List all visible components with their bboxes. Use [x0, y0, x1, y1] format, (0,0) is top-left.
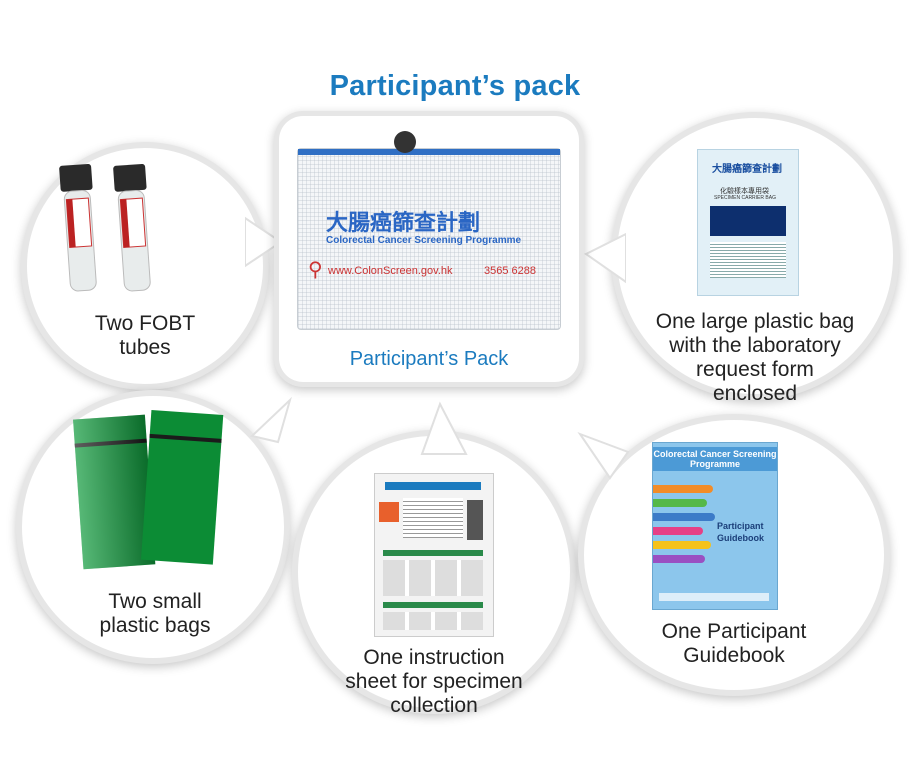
caption-line: sheet for specimen — [345, 670, 523, 693]
large-bag-caption: One large plastic bag with the laborator… — [630, 310, 880, 406]
large-bag-title: 大腸癌篩查計劃 — [712, 164, 782, 175]
small-bags-caption: Two small plastic bags — [75, 590, 235, 638]
caption-line: tubes — [119, 336, 171, 359]
caption-line: Two FOBT — [94, 312, 196, 335]
participant-pack-box: 大腸癌篩查計劃 Colorectal Cancer Screening Prog… — [279, 116, 579, 382]
fobt-pointer — [245, 216, 283, 268]
instruction-sheet-image — [374, 473, 494, 637]
guidebook-cover-title: Colorectal Cancer Screening Programme — [653, 447, 777, 471]
caption-line: Two small — [108, 590, 202, 613]
guidebook-cover-subtitle-1: Participant — [717, 521, 764, 531]
pouch-phone: 3565 6288 — [484, 265, 536, 277]
caption-line: One Participant — [661, 620, 807, 643]
pouch-english-title: Colorectal Cancer Screening Programme — [326, 235, 522, 246]
participant-pack-caption: Participant’s Pack — [349, 348, 509, 370]
caption-line: One large plastic bag — [655, 310, 855, 333]
pouch-chinese-title: 大腸癌篩查計劃 — [326, 210, 481, 235]
instruction-pointer — [420, 401, 468, 455]
green-bags-icon — [73, 409, 224, 570]
instruction-caption: One instruction sheet for specimen colle… — [320, 646, 548, 718]
large-bag-image: 大腸癌篩查計劃 化驗樣本專用袋 SPECIMEN CARRIER BAG — [697, 149, 799, 296]
caption-line: plastic bags — [99, 614, 211, 637]
fobt-tubes-icon — [59, 163, 151, 292]
caption-line: Guidebook — [683, 644, 785, 667]
caption-line: collection — [390, 694, 478, 717]
pouch-logo: ⚲ — [308, 259, 323, 281]
guidebook-cover-subtitle-2: Guidebook — [717, 533, 764, 543]
guidebook-caption: One Participant Guidebook — [612, 620, 856, 668]
large-bag-label-zh: 化驗樣本專用袋 — [720, 188, 769, 195]
caption-line: request form — [696, 358, 814, 381]
caption-line: enclosed — [712, 382, 798, 405]
diagram-title: Participant’s pack — [329, 70, 581, 102]
fobt-caption: Two FOBT tubes — [55, 312, 235, 360]
caption-line: with the laboratory — [669, 334, 841, 357]
guidebook-pointer — [577, 431, 630, 480]
guidebook-cover: Colorectal Cancer Screening Programme Pa… — [652, 442, 778, 610]
large-bag-label-en: SPECIMEN CARRIER BAG — [714, 195, 776, 201]
caption-line: One instruction — [363, 646, 505, 669]
pouch-zipper — [298, 149, 560, 155]
pouch-zipper-pull — [394, 131, 416, 153]
large-bag-pointer — [584, 232, 626, 284]
pouch-image: 大腸癌篩查計劃 Colorectal Cancer Screening Prog… — [297, 131, 561, 330]
small-bags-pointer — [249, 396, 292, 444]
pouch-website: www.ColonScreen.gov.hk — [328, 265, 453, 277]
